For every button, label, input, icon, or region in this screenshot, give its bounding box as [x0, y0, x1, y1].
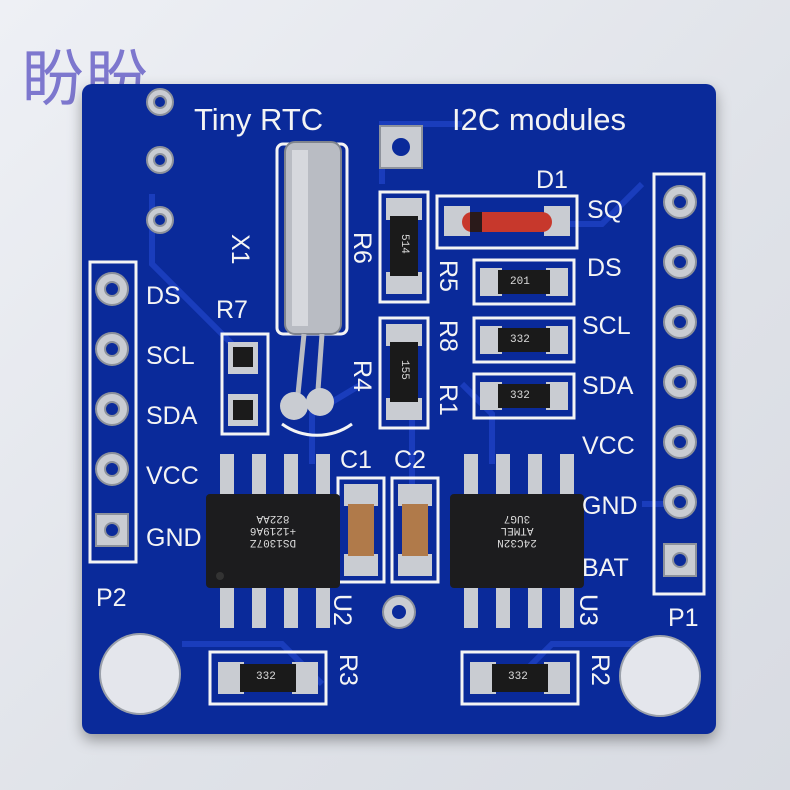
resistor-r4 — [378, 316, 430, 430]
resistor-r8 — [472, 316, 576, 364]
p2-pin-scl: SCL — [146, 342, 195, 370]
p1-pin-bat: BAT — [582, 554, 629, 582]
p1-pin-scl: SCL — [582, 312, 631, 340]
diode-d1 — [435, 194, 579, 250]
resistor-r6 — [378, 190, 430, 304]
refdes-x1: X1 — [226, 234, 254, 265]
refdes-r6: R6 — [348, 232, 376, 264]
refdes-r7: R7 — [216, 296, 248, 324]
refdes-r4: R4 — [348, 360, 376, 392]
chip-u3 — [450, 454, 584, 628]
refdes-r8: R8 — [434, 320, 462, 352]
code-r8: 332 — [510, 334, 530, 346]
p2-pin-vcc: VCC — [146, 462, 199, 490]
u2-marking: DS1307Z +1219A6 822AA — [249, 512, 297, 548]
p1-pin-gnd: GND — [582, 492, 638, 520]
capacitor-c1 — [336, 476, 386, 584]
aux-pads — [146, 88, 174, 234]
chip-u2 — [206, 454, 340, 628]
title-tiny-rtc: Tiny RTC — [194, 102, 324, 137]
refdes-d1: D1 — [536, 166, 568, 194]
p1-pin-sq: SQ — [587, 196, 624, 224]
mounting-holes — [99, 633, 701, 717]
code-r2: 332 — [508, 671, 528, 683]
resistor-r5 — [472, 258, 576, 306]
capacitor-c2 — [390, 476, 440, 584]
refdes-r2: R2 — [586, 654, 614, 686]
pcb-board: Tiny RTC I2C modules DS SCL SDA VCC GND … — [82, 84, 716, 734]
p2-pin-gnd: GND — [146, 524, 202, 552]
refdes-r5: R5 — [434, 260, 462, 292]
p2-label: P2 — [96, 584, 127, 612]
refdes-u3: U3 — [574, 594, 602, 626]
code-r6: 514 — [398, 234, 410, 254]
p1-pin-sda: SDA — [582, 372, 634, 400]
u3-marking: 24C32N ATMEL 3UG7 — [497, 512, 537, 548]
mounting-hole-left — [99, 633, 181, 715]
refdes-r1: R1 — [434, 384, 462, 416]
header-p1-pads — [652, 172, 706, 596]
refdes-c2: C2 — [394, 446, 426, 474]
r7-pads — [220, 332, 270, 436]
header-p2-pads — [88, 260, 138, 564]
code-r4: 155 — [398, 360, 410, 380]
p2-pin-sda: SDA — [146, 402, 198, 430]
resistor-r3 — [208, 650, 328, 706]
resistor-r1 — [472, 372, 576, 420]
refdes-c1: C1 — [340, 446, 372, 474]
p1-label: P1 — [668, 604, 699, 632]
code-r3: 332 — [256, 671, 276, 683]
refdes-r3: R3 — [334, 654, 362, 686]
refdes-u2: U2 — [328, 594, 356, 626]
crystal-x1 — [275, 141, 353, 437]
code-r5: 201 — [510, 276, 530, 288]
title-i2c-modules: I2C modules — [452, 102, 627, 137]
p1-pin-vcc: VCC — [582, 432, 635, 460]
resistor-r2 — [460, 650, 580, 706]
mounting-hole-right — [619, 635, 701, 717]
p1-pin-ds: DS — [587, 254, 622, 282]
pcb-artwork — [88, 88, 706, 717]
p2-pin-ds: DS — [146, 282, 181, 310]
code-r1: 332 — [510, 390, 530, 402]
